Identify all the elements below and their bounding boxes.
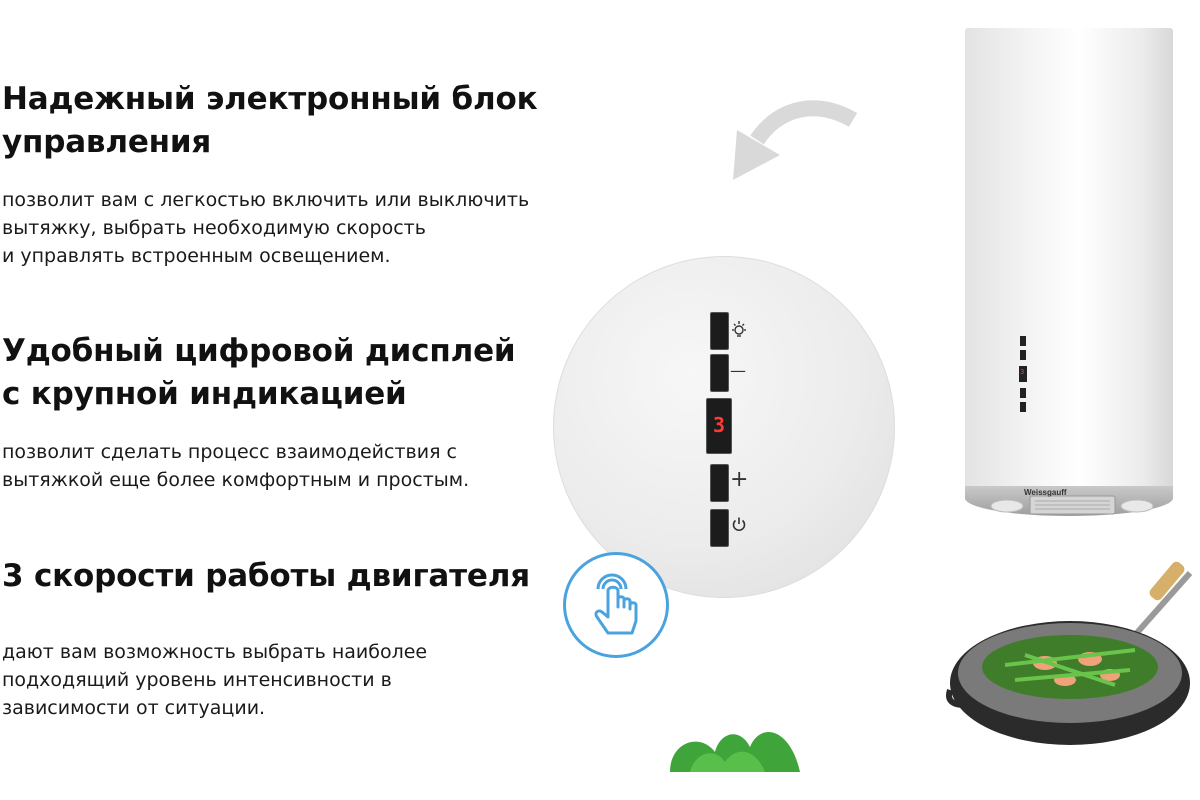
cooker-hood — [965, 28, 1173, 498]
hood-speed-display: 3 — [1019, 366, 1027, 382]
hood-minus-button[interactable] — [1020, 350, 1026, 360]
feature-electronic-control: Надежный электронный блок управления поз… — [2, 78, 538, 270]
speed-display-value: 3 — [712, 413, 726, 437]
power-button[interactable] — [710, 509, 729, 547]
feature-text: позволит вам с легкостью включить или вы… — [2, 189, 530, 267]
hood-filter — [990, 495, 1154, 515]
light-icon — [732, 321, 746, 337]
feature-digital-display: Удобный цифровой дисплей с крупной индик… — [2, 330, 516, 494]
hood-brand-logo: Weissgauff — [1024, 488, 1067, 497]
power-icon — [732, 517, 746, 532]
feature-text: позволит сделать процесс взаимодействия … — [2, 441, 470, 491]
feature-heading: 3 скорости работы двигателя — [2, 558, 530, 594]
hood-speed-display-value: 3 — [1020, 368, 1025, 376]
touch-control-badge — [563, 552, 669, 658]
touch-hand-icon — [594, 573, 638, 635]
feature-heading: Надежный электронный блок управления — [2, 81, 538, 160]
feature-three-speeds: 3 скорости работы двигателя дают вам воз… — [2, 555, 530, 722]
hood-light-button[interactable] — [1020, 336, 1026, 346]
minus-button[interactable] — [710, 354, 729, 392]
wok-pan-image — [945, 555, 1200, 754]
curved-arrow-icon — [733, 100, 858, 180]
minus-icon: — — [730, 361, 746, 380]
plus-button[interactable] — [710, 464, 729, 502]
feature-text: дают вам возможность выбрать наиболее по… — [2, 641, 428, 719]
plus-icon: + — [730, 467, 749, 492]
speed-display: 3 — [706, 398, 732, 454]
feature-heading: Удобный цифровой дисплей с крупной индик… — [2, 333, 516, 412]
light-button[interactable] — [710, 312, 729, 350]
hood-plus-button[interactable] — [1020, 388, 1026, 398]
parsley-image — [660, 712, 810, 776]
hood-power-button[interactable] — [1020, 402, 1026, 412]
